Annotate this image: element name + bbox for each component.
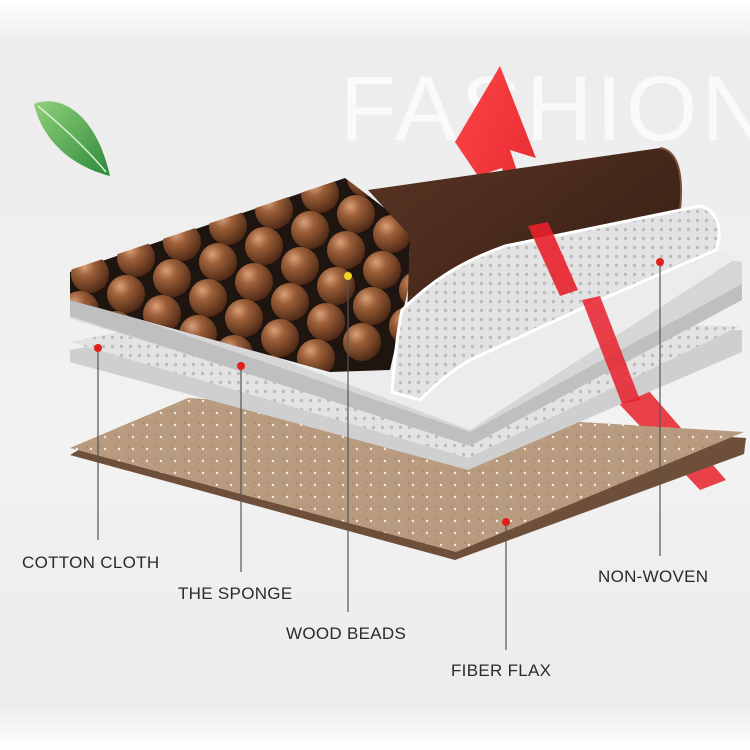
wood-bead	[281, 247, 319, 285]
wood-bead	[307, 303, 345, 341]
wood-bead	[343, 323, 381, 361]
marker-the-sponge	[237, 362, 245, 370]
wood-bead	[245, 227, 283, 265]
wood-bead	[363, 251, 401, 289]
non-woven-peel	[390, 204, 721, 402]
label-non-woven: NON-WOVEN	[598, 567, 709, 586]
marker-fiber-flax	[502, 518, 510, 526]
wood-bead	[225, 299, 263, 337]
label-wood-beads: WOOD BEADS	[286, 624, 407, 643]
watermark-text: FASHION	[340, 58, 750, 160]
wood-bead	[189, 279, 227, 317]
wood-bead	[199, 243, 237, 281]
label-cotton-cloth: COTTON CLOTH	[22, 553, 160, 572]
wood-bead	[107, 275, 145, 313]
label-the-sponge: THE SPONGE	[178, 584, 293, 603]
wood-bead	[235, 263, 273, 301]
markers	[94, 258, 664, 526]
marker-cotton-cloth	[94, 344, 102, 352]
wood-bead	[337, 195, 375, 233]
marker-wood-beads	[344, 272, 352, 280]
leaf-icon	[34, 101, 110, 176]
wood-bead	[353, 287, 391, 325]
wood-bead	[271, 283, 309, 321]
wood-bead	[327, 231, 365, 269]
wood-bead	[153, 259, 191, 297]
arrow-overlay	[528, 222, 640, 404]
marker-non-woven	[656, 258, 664, 266]
fiber-flax-layer	[70, 398, 746, 560]
wood-bead	[261, 319, 299, 357]
wood-bead	[291, 211, 329, 249]
label-fiber-flax: FIBER FLAX	[451, 661, 552, 680]
leader-lines	[97, 262, 661, 650]
